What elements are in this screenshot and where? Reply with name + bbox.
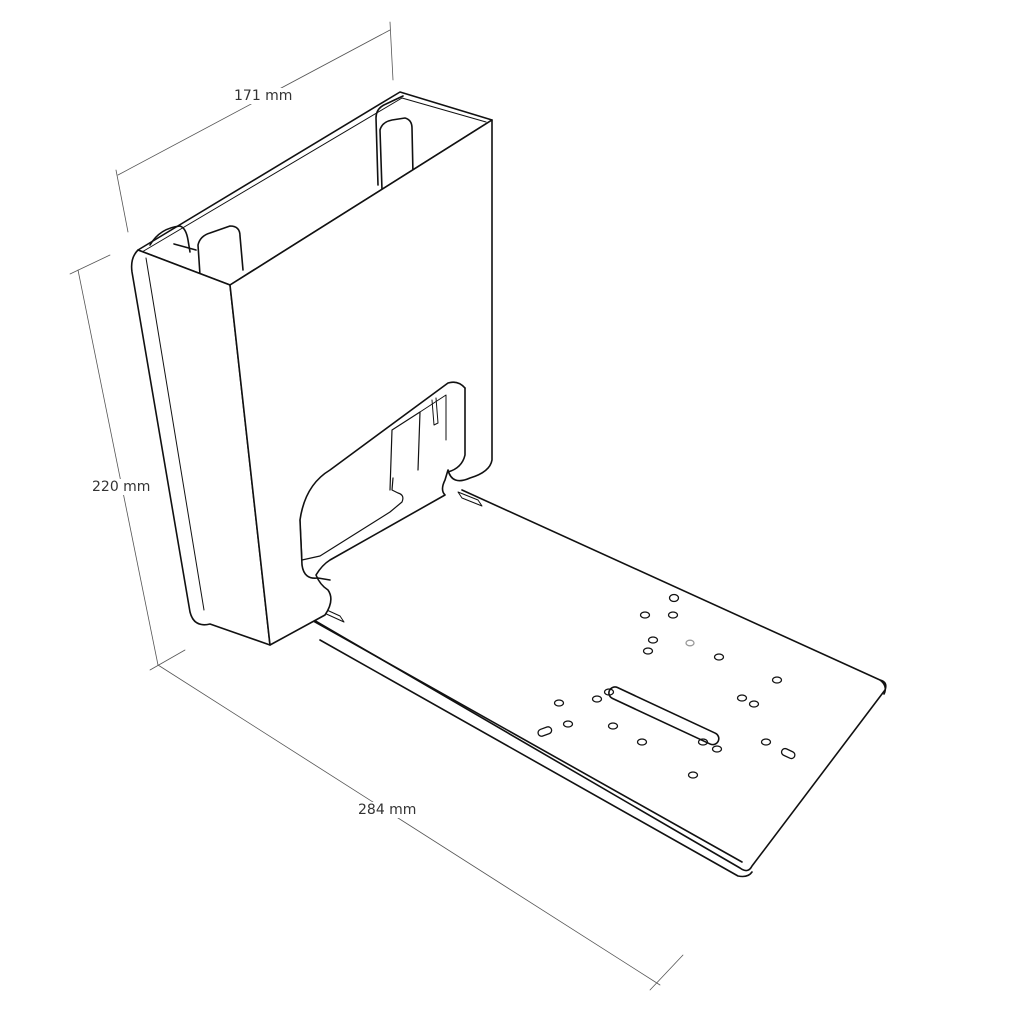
mounting-holes — [537, 593, 796, 779]
height-dimension-label: 220 mm — [90, 479, 153, 495]
bracket-box — [130, 91, 493, 646]
base-plate — [299, 489, 887, 878]
length-dimension-label: 284 mm — [356, 802, 419, 818]
upright-tabs — [149, 95, 414, 276]
width-dimension-label: 171 mm — [232, 88, 295, 104]
